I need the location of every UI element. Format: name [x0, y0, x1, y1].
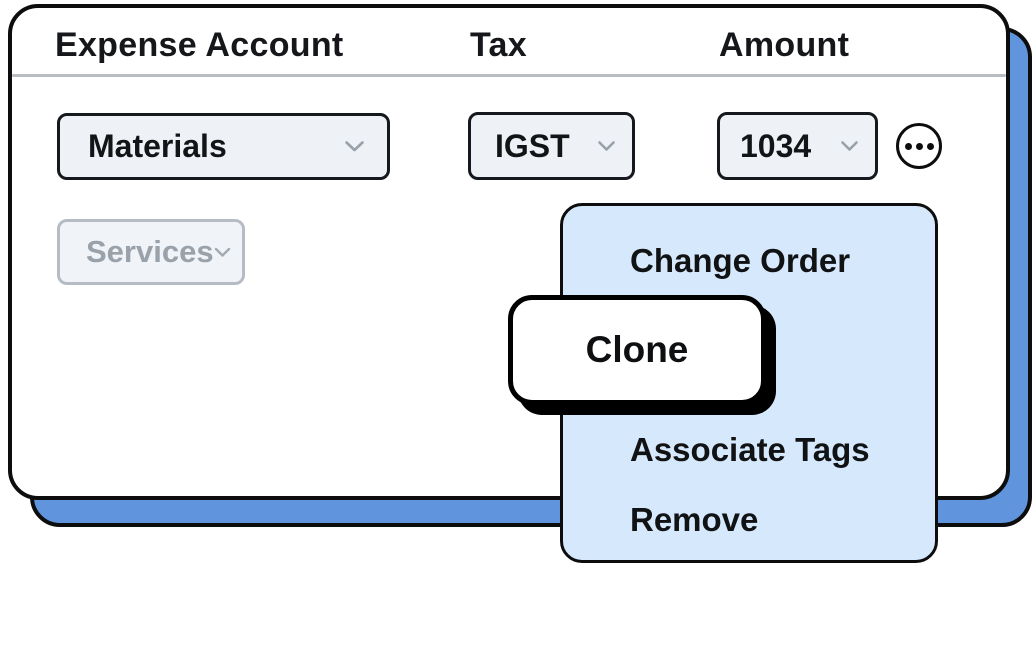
menu-item-clone[interactable]: Clone	[508, 295, 766, 405]
chevron-down-icon	[214, 247, 231, 258]
column-header-expense-account: Expense Account	[55, 26, 344, 64]
header-divider	[12, 74, 1006, 77]
expense-account-select[interactable]: Materials	[57, 113, 390, 180]
tax-select[interactable]: IGST	[468, 112, 635, 180]
column-header-amount: Amount	[719, 26, 850, 64]
amount-select[interactable]: 1034	[717, 112, 878, 180]
chevron-down-icon	[840, 140, 859, 152]
clone-label: Clone	[585, 329, 689, 370]
expense-account-select-disabled: Services	[57, 219, 245, 285]
chevron-down-icon	[344, 140, 365, 153]
chevron-down-icon	[597, 140, 616, 152]
selected-value: Services	[86, 234, 214, 269]
selected-value: IGST	[495, 127, 570, 164]
selected-value: 1034	[740, 127, 812, 164]
menu-item-associate-tags[interactable]: Associate Tags	[630, 431, 870, 468]
ellipsis-icon	[904, 142, 934, 150]
column-header-tax: Tax	[470, 26, 527, 64]
row-actions-button[interactable]	[896, 123, 942, 169]
selected-value: Materials	[88, 128, 227, 164]
menu-item-remove[interactable]: Remove	[630, 501, 759, 538]
menu-item-change-order[interactable]: Change Order	[630, 242, 851, 279]
